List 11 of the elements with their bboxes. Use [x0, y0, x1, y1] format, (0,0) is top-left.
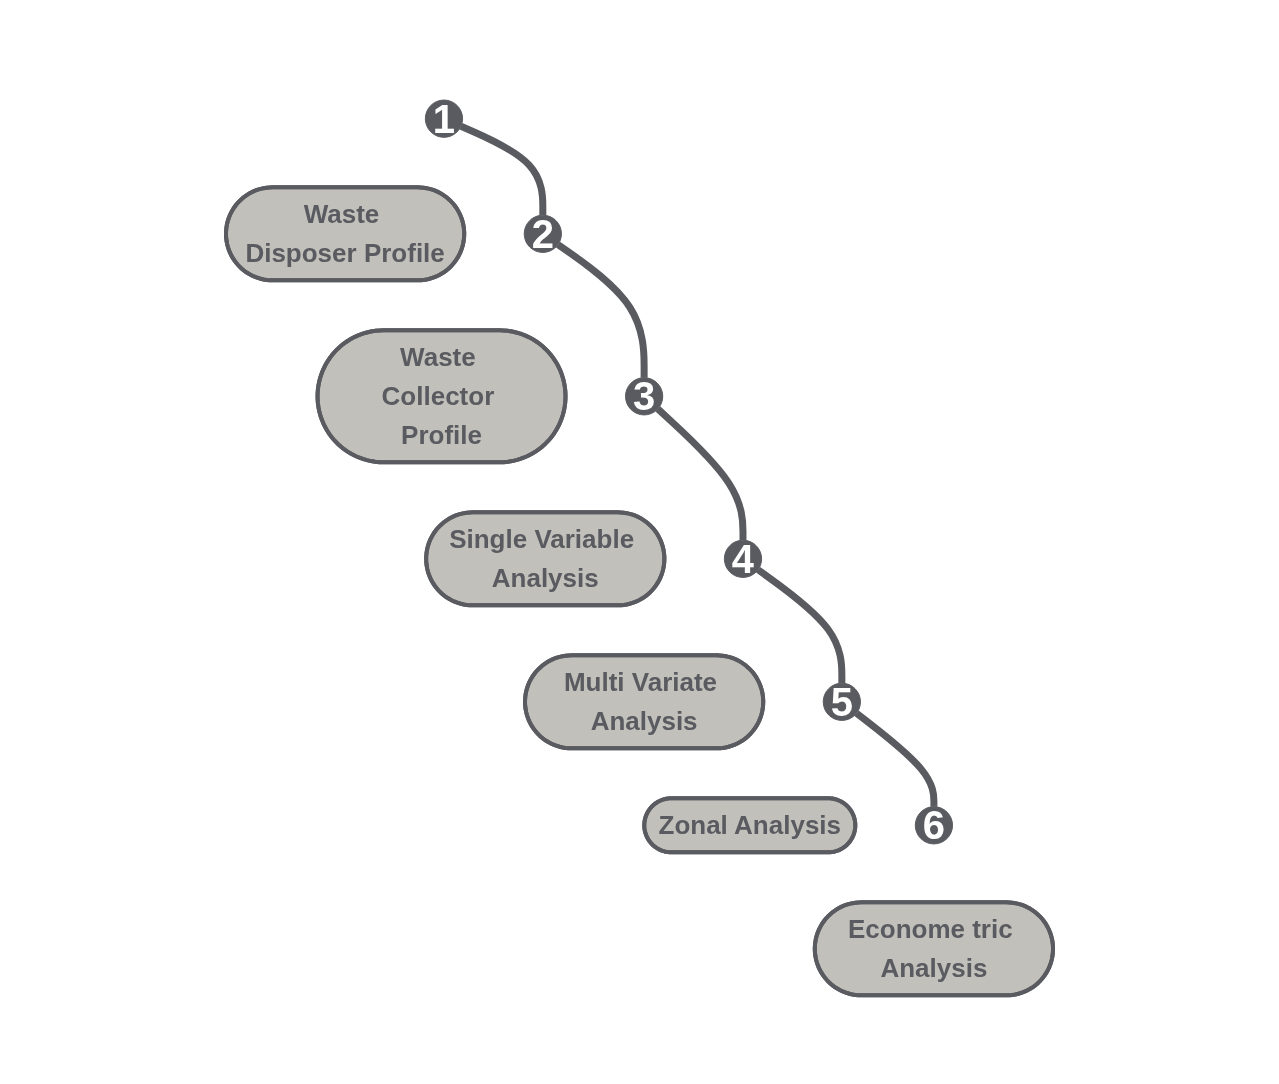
connector: [756, 566, 846, 684]
node-circle: 4: [723, 539, 763, 578]
connector: [459, 123, 547, 216]
connector: [556, 241, 648, 378]
node-circle: 5: [822, 682, 861, 721]
node-circle: 1: [424, 99, 464, 138]
node-circle: 6: [914, 806, 953, 845]
node-circle: 3: [625, 377, 664, 416]
connector: [854, 710, 938, 807]
connector: [655, 406, 747, 541]
node-circle: 2: [523, 214, 562, 253]
